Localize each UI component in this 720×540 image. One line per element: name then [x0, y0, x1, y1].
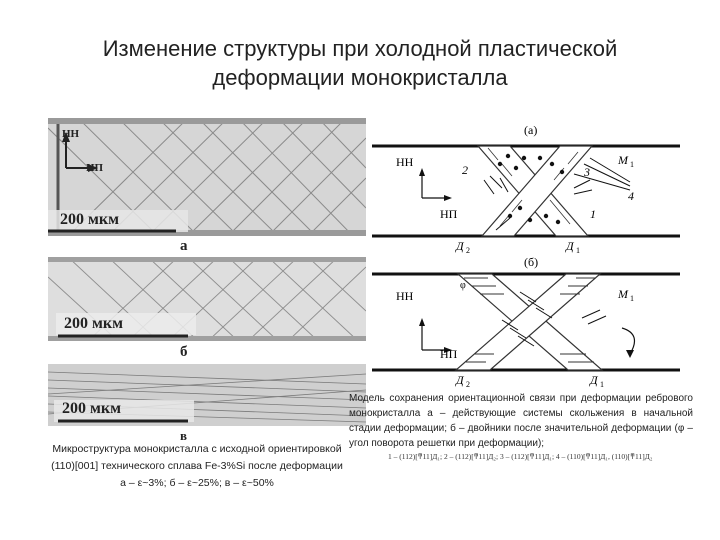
micrograph-a-texture [48, 118, 366, 236]
panel-b-d2-sub: 2 [466, 380, 470, 389]
micrograph-caption: Микроструктура монокристалла с исходной … [38, 441, 356, 492]
panel-a-m1-sub: 1 [630, 160, 634, 169]
axis-np-label: НП [86, 162, 104, 174]
deformation-model-diagram: (а) НН НП М 1 Д 2 Д 1 2 3 4 1 [372, 123, 680, 389]
panel-a-d2: Д [455, 239, 465, 253]
panel-a-d1-sub: 1 [576, 246, 580, 255]
micrograph-b-letter: б [180, 344, 188, 360]
caption-line-3: а – ε~3%; б – ε~25%; в – ε~50% [120, 477, 274, 489]
slip-systems-legend: 1 – (112)[ͳ11]Д₁; 2 – (112)[ͳ11]Д₂; 3 – … [388, 452, 653, 461]
panel-a-m1: М [617, 153, 629, 167]
micrograph-c-texture [48, 364, 366, 426]
panel-a-d2-sub: 2 [466, 246, 470, 255]
micrograph-a: НН НП 200 мкм [48, 118, 366, 236]
micrograph-c: 200 мкм [48, 364, 366, 426]
panel-b-d1-sub: 1 [600, 380, 604, 389]
page-title: Изменение структуры при холодной пластич… [102, 36, 618, 90]
axis-nn-label: НН [62, 128, 80, 140]
panel-a-np: НП [440, 207, 458, 221]
panel-b-nn: НН [396, 289, 414, 303]
scale-bar-label: 200 мкм [60, 211, 120, 228]
panel-a-n3: 3 [583, 165, 590, 179]
diagram-panel-a: (а) НН НП М 1 Д 2 Д 1 2 3 4 1 [372, 123, 680, 255]
panel-b-phi: φ [460, 280, 466, 291]
panel-b-np: НП [440, 347, 458, 361]
panel-a-nn: НН [396, 155, 414, 169]
micrograph-b-texture [48, 257, 366, 341]
scale-bar-label: 200 мкм [64, 315, 124, 332]
model-caption: Модель сохранения ориентационной связи п… [349, 393, 693, 449]
micrograph-c-letter: в [180, 428, 188, 443]
panel-b-d1: Д [589, 373, 599, 387]
panel-b-m1-sub: 1 [630, 294, 634, 303]
panel-b-m1: М [617, 287, 629, 301]
scale-bar-label: 200 мкм [62, 400, 122, 417]
micrograph-a-letter: а [180, 238, 188, 254]
panel-b-d2: Д [455, 373, 465, 387]
diagram-panel-b: (б) НН НП М 1 Д 2 Д 1 φ [372, 255, 680, 389]
panel-a-label: (а) [524, 123, 537, 137]
caption-line-1: Микроструктура монокристалла с исходной … [52, 443, 342, 455]
caption-line-2: (110)[001] технического сплава Fe-3%Si п… [51, 460, 343, 472]
panel-b-label: (б) [524, 255, 538, 269]
panel-a-d1: Д [565, 239, 575, 253]
panel-a-n4: 4 [628, 189, 634, 203]
panel-a-n1: 1 [590, 207, 596, 221]
panel-a-n2: 2 [462, 163, 468, 177]
micrograph-b: 200 мкм [48, 257, 366, 341]
